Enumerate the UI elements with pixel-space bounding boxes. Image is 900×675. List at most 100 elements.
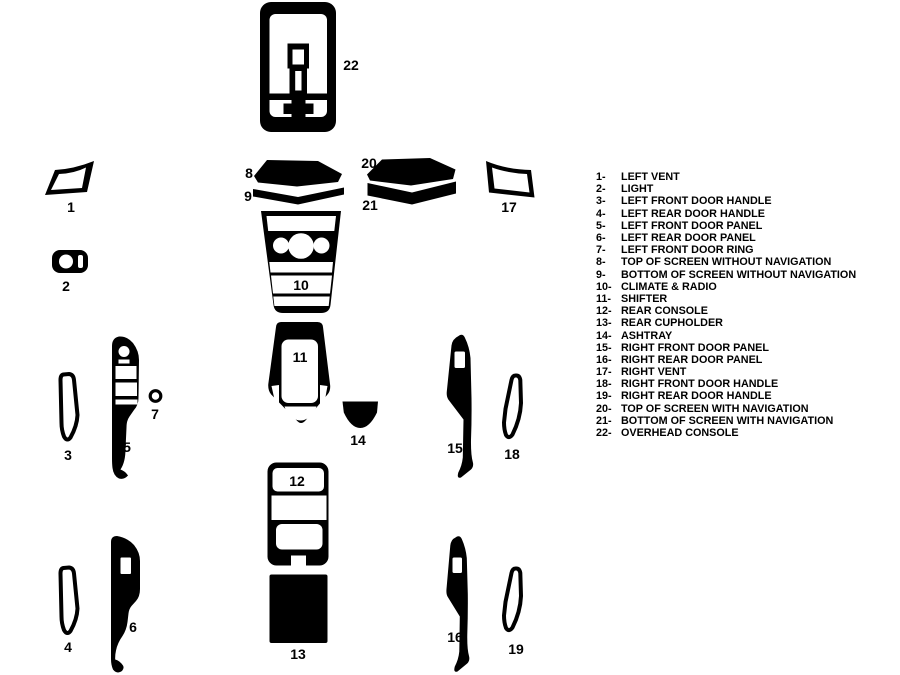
legend-item-number: 7- bbox=[596, 244, 606, 257]
part-12-bottom-notch bbox=[291, 555, 306, 566]
part-17-opening bbox=[492, 167, 530, 193]
part-22-overhead-console: 22 bbox=[260, 2, 359, 132]
part-10-band-1 bbox=[269, 262, 333, 273]
part-6-number: 6 bbox=[129, 619, 137, 635]
part-3-left-front-door-handle: 3 bbox=[58, 371, 80, 463]
part-13-body bbox=[269, 574, 328, 643]
part-21-bottom-of-screen-with-navigation: 21 bbox=[362, 181, 456, 213]
legend-item-label: REAR CONSOLE bbox=[621, 305, 708, 318]
part-2-slot bbox=[78, 255, 83, 268]
part-19-number: 19 bbox=[508, 641, 524, 657]
legend-item-number: 15- bbox=[596, 341, 612, 354]
part-5-switch-1 bbox=[115, 366, 137, 379]
part-20-top-of-screen-with-navigation: 20 bbox=[361, 155, 456, 186]
legend-item-label: ASHTRAY bbox=[621, 329, 673, 342]
part-22-cross-v bbox=[291, 97, 306, 120]
part-9-body bbox=[253, 187, 344, 205]
part-14-body bbox=[342, 401, 378, 428]
part-18-number: 18 bbox=[504, 446, 520, 462]
part-22-switch-window bbox=[292, 49, 304, 65]
legend-item-label: LEFT FRONT DOOR PANEL bbox=[621, 219, 763, 232]
part-15-right-front-door-panel: 15 bbox=[446, 334, 474, 478]
part-5-left-front-door-panel: 5 bbox=[112, 336, 139, 479]
part-2-number: 2 bbox=[62, 278, 70, 294]
part-1-opening bbox=[51, 167, 86, 190]
legend-item-number: 3- bbox=[596, 195, 606, 208]
part-2-lamp-hole bbox=[59, 254, 73, 269]
legend-item-number: 1- bbox=[596, 171, 606, 184]
part-6-left-rear-door-panel: 6 bbox=[111, 536, 140, 673]
part-10-knob-left bbox=[273, 237, 289, 254]
part-21-number: 21 bbox=[362, 197, 378, 213]
part-15-switch bbox=[454, 351, 465, 368]
part-10-knob-right bbox=[313, 237, 330, 254]
part-6-switch bbox=[120, 557, 131, 574]
part-19-outline bbox=[501, 566, 524, 633]
legend-item-number: 21- bbox=[596, 414, 612, 427]
part-5-number: 5 bbox=[123, 439, 131, 455]
part-1-left-vent: 1 bbox=[45, 161, 94, 215]
part-10-band-3 bbox=[273, 296, 330, 306]
legend-row: 14- ASHTRAY bbox=[596, 329, 896, 342]
part-10-number: 10 bbox=[293, 277, 309, 293]
legend-item-label: LEFT REAR DOOR PANEL bbox=[621, 232, 756, 245]
part-17-number: 17 bbox=[501, 199, 517, 215]
part-16-switch bbox=[452, 557, 462, 573]
parts-diagram: 22 1 2 3 4 bbox=[45, 2, 535, 673]
part-14-number: 14 bbox=[350, 432, 366, 448]
legend-item-label: SHIFTER bbox=[621, 292, 668, 305]
part-13-number: 13 bbox=[290, 646, 306, 662]
legend-item-number: 9- bbox=[596, 268, 606, 281]
legend-item-number: 11- bbox=[596, 292, 612, 305]
legend-row: 5- LEFT FRONT DOOR PANEL bbox=[596, 220, 896, 232]
part-11-cutout-bottom bbox=[284, 406, 317, 421]
legend-row: 21-BOTTOM OF SCREEN WITH NAVIGATION bbox=[596, 415, 896, 427]
legend-row: 18-RIGHT FRONT DOOR HANDLE bbox=[596, 378, 896, 390]
legend-item-number: 4- bbox=[596, 207, 606, 220]
legend-item-number: 5- bbox=[596, 219, 606, 232]
part-9-bottom-of-screen-without-navigation: 9 bbox=[244, 187, 344, 205]
part-11-cutout-left bbox=[271, 385, 279, 404]
part-19-right-rear-door-handle: 19 bbox=[501, 566, 524, 657]
part-18-right-front-door-handle: 18 bbox=[501, 373, 524, 462]
legend-row: 6- LEFT REAR DOOR PANEL bbox=[596, 232, 896, 244]
legend-item-number: 6- bbox=[596, 232, 606, 245]
legend-item-label: LEFT REAR DOOR HANDLE bbox=[621, 207, 765, 220]
part-22-stem-slot bbox=[295, 71, 302, 91]
part-1-number: 1 bbox=[67, 199, 75, 215]
legend-item-label: CLIMATE & RADIO bbox=[621, 280, 717, 293]
legend-item-label: LEFT FRONT DOOR RING bbox=[621, 244, 754, 257]
legend-row: 9-BOTTOM OF SCREEN WITHOUT NAVIGATION bbox=[596, 269, 896, 281]
part-15-number: 15 bbox=[447, 440, 463, 456]
part-17-right-vent: 17 bbox=[486, 161, 535, 215]
legend-item-number: 13- bbox=[596, 317, 612, 330]
legend-row: 13-REAR CUPHOLDER bbox=[596, 317, 896, 329]
part-11-boot-opening bbox=[281, 339, 318, 403]
legend-item-number: 14- bbox=[596, 329, 612, 342]
legend-item-number: 22- bbox=[596, 427, 612, 440]
part-11-number: 11 bbox=[293, 349, 308, 365]
part-12-number: 12 bbox=[289, 473, 305, 489]
legend-row: 20-TOP OF SCREEN WITH NAVIGATION bbox=[596, 403, 896, 415]
part-7-left-front-door-ring: 7 bbox=[148, 389, 163, 422]
legend-row: 19-RIGHT REAR DOOR HANDLE bbox=[596, 390, 896, 402]
legend-item-number: 12- bbox=[596, 305, 612, 318]
legend-item-number: 20- bbox=[596, 402, 612, 415]
legend-row: 17-RIGHT VENT bbox=[596, 366, 896, 378]
part-5-slot bbox=[118, 359, 130, 364]
legend-item-label: RIGHT REAR DOOR PANEL bbox=[621, 353, 763, 366]
part-4-left-rear-door-handle: 4 bbox=[58, 565, 80, 655]
part-13-rear-cupholder: 13 bbox=[269, 574, 328, 662]
part-5-body bbox=[112, 336, 139, 479]
part-11-cutout-right bbox=[320, 385, 328, 404]
legend-item-number: 17- bbox=[596, 366, 612, 379]
part-12-opening-1 bbox=[272, 468, 324, 492]
legend-item-number: 8- bbox=[596, 256, 606, 269]
part-5-switch-2 bbox=[115, 382, 137, 396]
part-8-number: 8 bbox=[245, 165, 253, 181]
part-5-lock-hole bbox=[118, 346, 130, 357]
part-3-outline bbox=[58, 371, 80, 442]
part-12-opening-2 bbox=[271, 495, 327, 520]
part-21-body bbox=[367, 181, 456, 205]
legend-item-label: RIGHT FRONT DOOR HANDLE bbox=[621, 378, 779, 391]
